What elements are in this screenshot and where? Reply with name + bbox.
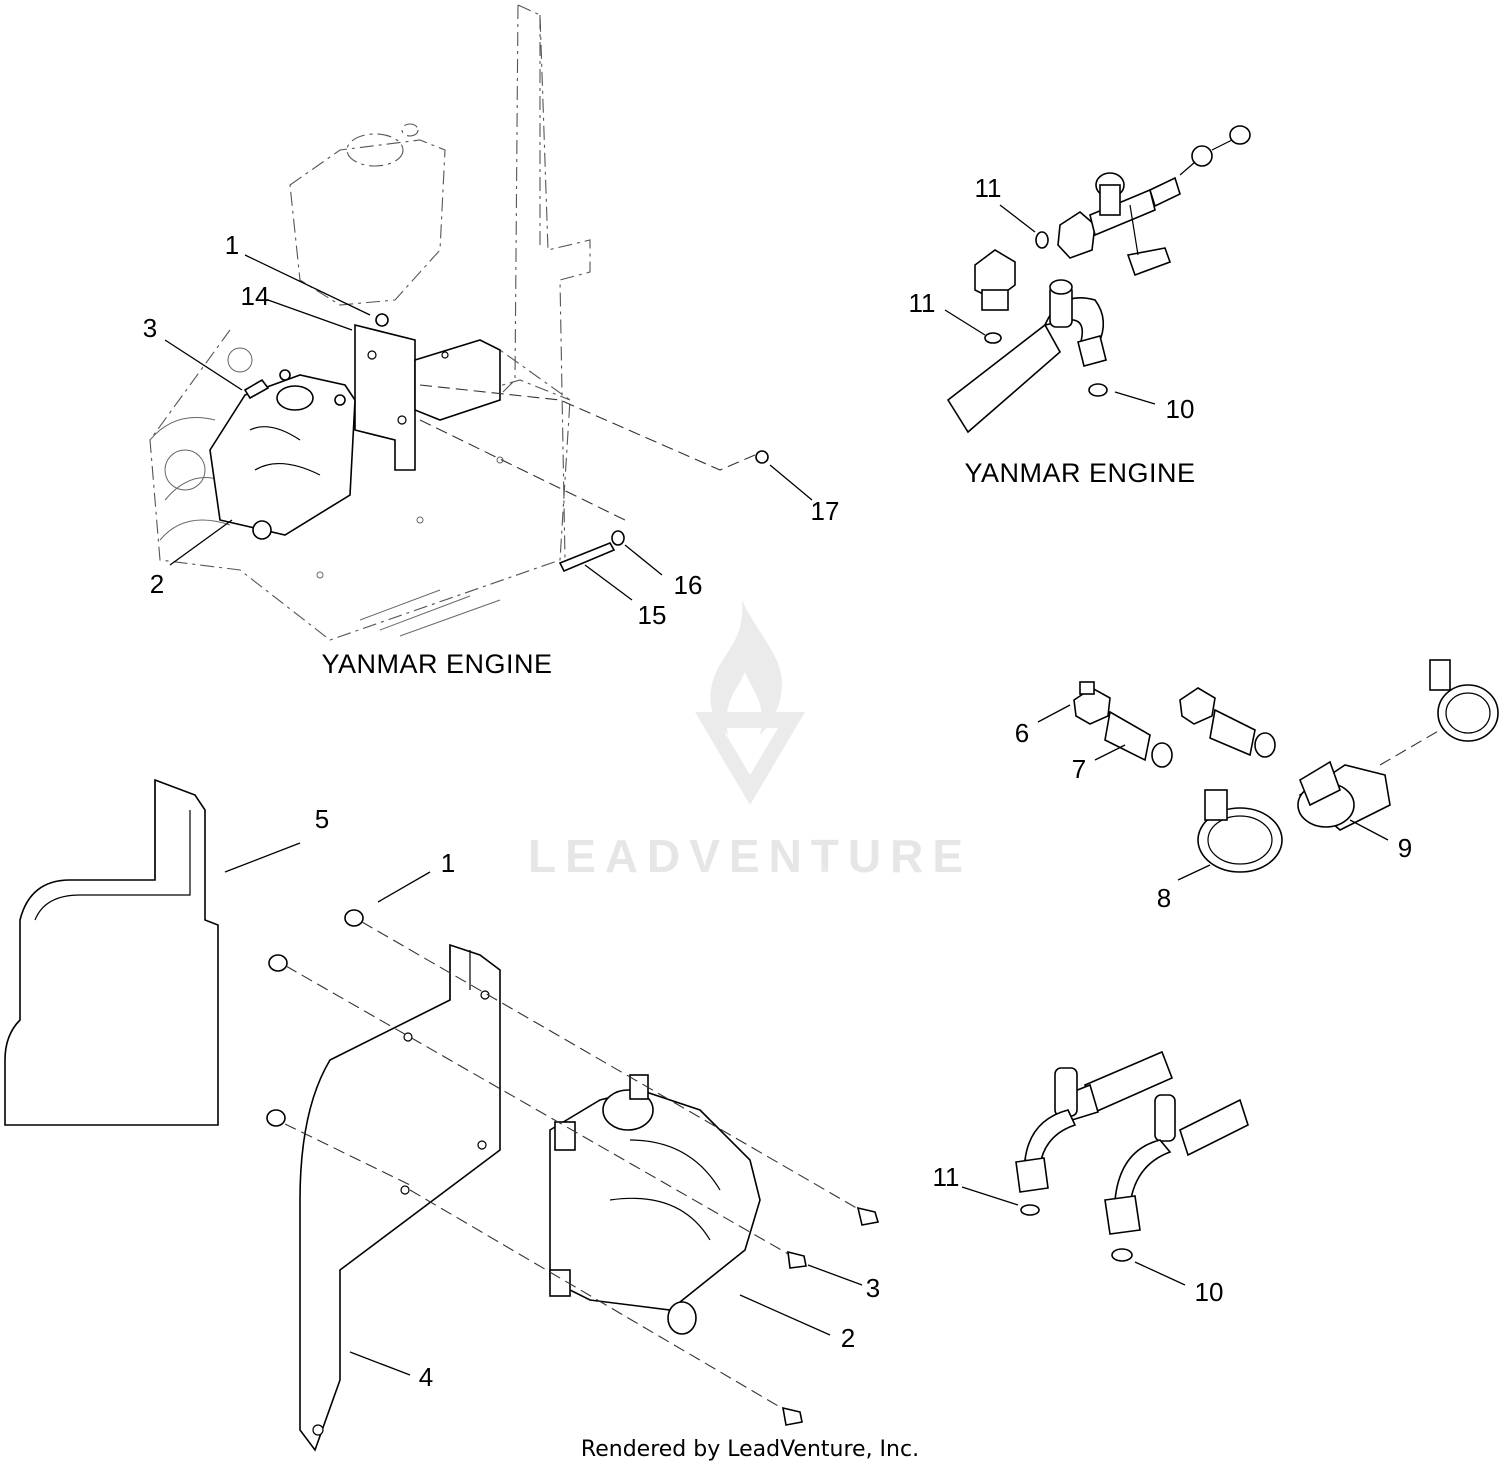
top-right-assembly [946, 125, 1251, 434]
callout-mr-6: 6 [1015, 718, 1029, 748]
bottom-left-assembly [4, 778, 880, 1452]
bottom-right-assembly [1015, 1050, 1249, 1262]
callout-tl-16: 16 [674, 570, 703, 600]
callout-mr-9: 9 [1398, 833, 1412, 863]
leader-lines [164, 204, 1389, 1376]
callout-tr-11b: 11 [909, 288, 936, 318]
callout-br-10: 10 [1195, 1277, 1224, 1307]
callout-mr-7: 7 [1072, 754, 1086, 784]
callout-bl-1: 1 [441, 848, 455, 878]
callout-tl-3: 3 [143, 313, 157, 343]
callout-bl-4: 4 [419, 1362, 433, 1392]
callout-bl-2: 2 [841, 1323, 855, 1353]
callout-bl-3: 3 [866, 1273, 880, 1303]
middle-right-assembly [1073, 659, 1499, 873]
flame-logo-icon [695, 600, 805, 805]
footer-credit: Rendered by LeadVenture, Inc. [581, 1437, 919, 1462]
callout-br-11: 11 [933, 1162, 960, 1192]
callout-tl-14: 14 [241, 281, 270, 311]
callout-tr-10: 10 [1166, 394, 1195, 424]
top-left-assembly [149, 4, 769, 641]
callout-tl-15: 15 [638, 600, 667, 630]
callout-numbers: 1 14 3 2 15 16 17 11 11 10 6 7 8 9 5 1 3… [143, 173, 1412, 1392]
watermark-text: LEADVENTURE [528, 830, 972, 882]
callout-tl-1: 1 [225, 230, 239, 260]
caption-top-left: YANMAR ENGINE [321, 649, 552, 679]
callout-tl-2: 2 [150, 569, 164, 599]
callout-tl-17: 17 [811, 496, 840, 526]
leadventure-watermark: LEADVENTURE [528, 600, 972, 882]
callout-bl-5: 5 [315, 804, 329, 834]
callout-tr-11a: 11 [975, 173, 1002, 203]
caption-top-right: YANMAR ENGINE [964, 458, 1195, 488]
callout-mr-8: 8 [1157, 883, 1171, 913]
